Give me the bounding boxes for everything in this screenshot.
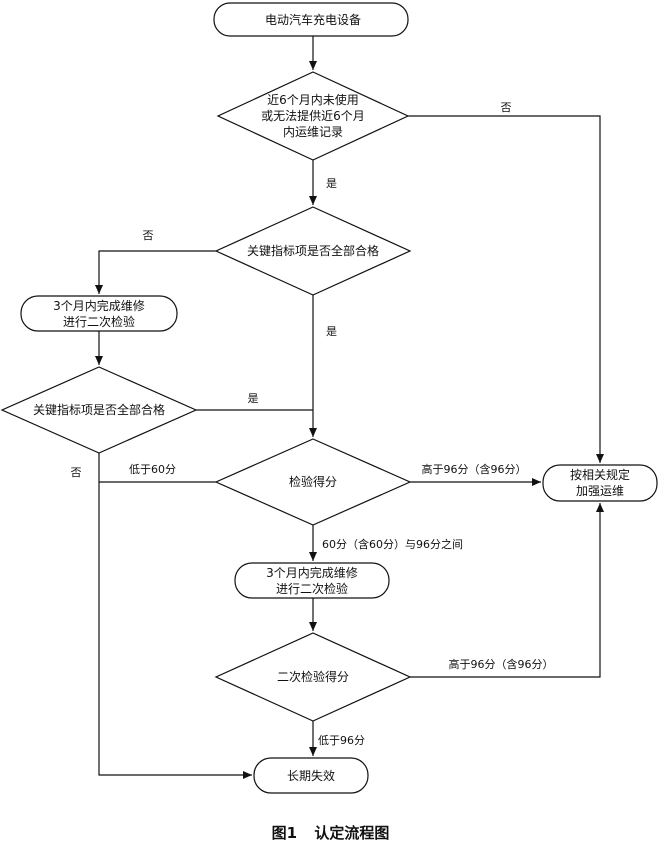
flowchart: 电动汽车充电设备 近6个月内未使用 或无法提供近6个月 内运维记录 关键指标项是… <box>0 2 658 794</box>
figure-caption: 图1 认定流程图 <box>0 822 661 843</box>
edge-label-d2-yes: 是 <box>326 325 337 338</box>
repair2-label-line1: 3个月内完成维修 <box>266 565 358 580</box>
score-label: 检验得分 <box>289 474 337 489</box>
edge-score2-high <box>410 503 604 678</box>
figure-title: 认定流程图 <box>314 824 390 842</box>
decision3-label: 关键指标项是否全部合格 <box>33 402 165 417</box>
edge-label-d1-yes: 是 <box>326 177 337 190</box>
fail-label: 长期失效 <box>287 768 335 783</box>
decision1-label-line3: 内运维记录 <box>283 125 343 139</box>
edge-d3-no <box>98 453 252 779</box>
maintain-label-line1: 按相关规定 <box>570 467 630 482</box>
score2-label: 二次检验得分 <box>277 669 349 684</box>
start-label: 电动汽车充电设备 <box>265 12 361 27</box>
edge-label-d1-no: 否 <box>501 101 512 114</box>
decision1-label-line1: 近6个月内未使用 <box>267 92 359 107</box>
figure-number: 图1 <box>271 824 298 842</box>
maintain-node <box>542 464 658 502</box>
repair1-label-line1: 3个月内完成维修 <box>53 298 145 313</box>
repair1-label-line2: 进行二次检验 <box>63 314 135 329</box>
edge-label-d3-yes: 是 <box>248 392 259 405</box>
repair2-node <box>234 562 390 599</box>
edge-label-d3-no: 否 <box>71 466 82 479</box>
start-node <box>213 2 409 37</box>
decision2-label: 关键指标项是否全部合格 <box>247 243 379 258</box>
edge-label-mid: 60分（含60分）与96分之间 <box>322 537 463 551</box>
edge-label-d2-no: 否 <box>143 229 154 242</box>
edge-label-high96: 高于96分（含96分） <box>422 462 527 476</box>
repair2-label-line2: 进行二次检验 <box>276 581 348 596</box>
edge-d2-no <box>95 250 216 294</box>
decision1-label-line2: 或无法提供近6个月 <box>261 108 365 123</box>
edge-label-low96: 低于96分 <box>318 734 365 747</box>
edge-label-low60: 低于60分 <box>129 463 176 476</box>
maintain-label-line2: 加强运维 <box>576 484 624 498</box>
fail-node <box>253 757 369 794</box>
edge-d1-no <box>408 115 604 463</box>
edge-label-high96-2: 高于96分（含96分） <box>449 657 554 671</box>
